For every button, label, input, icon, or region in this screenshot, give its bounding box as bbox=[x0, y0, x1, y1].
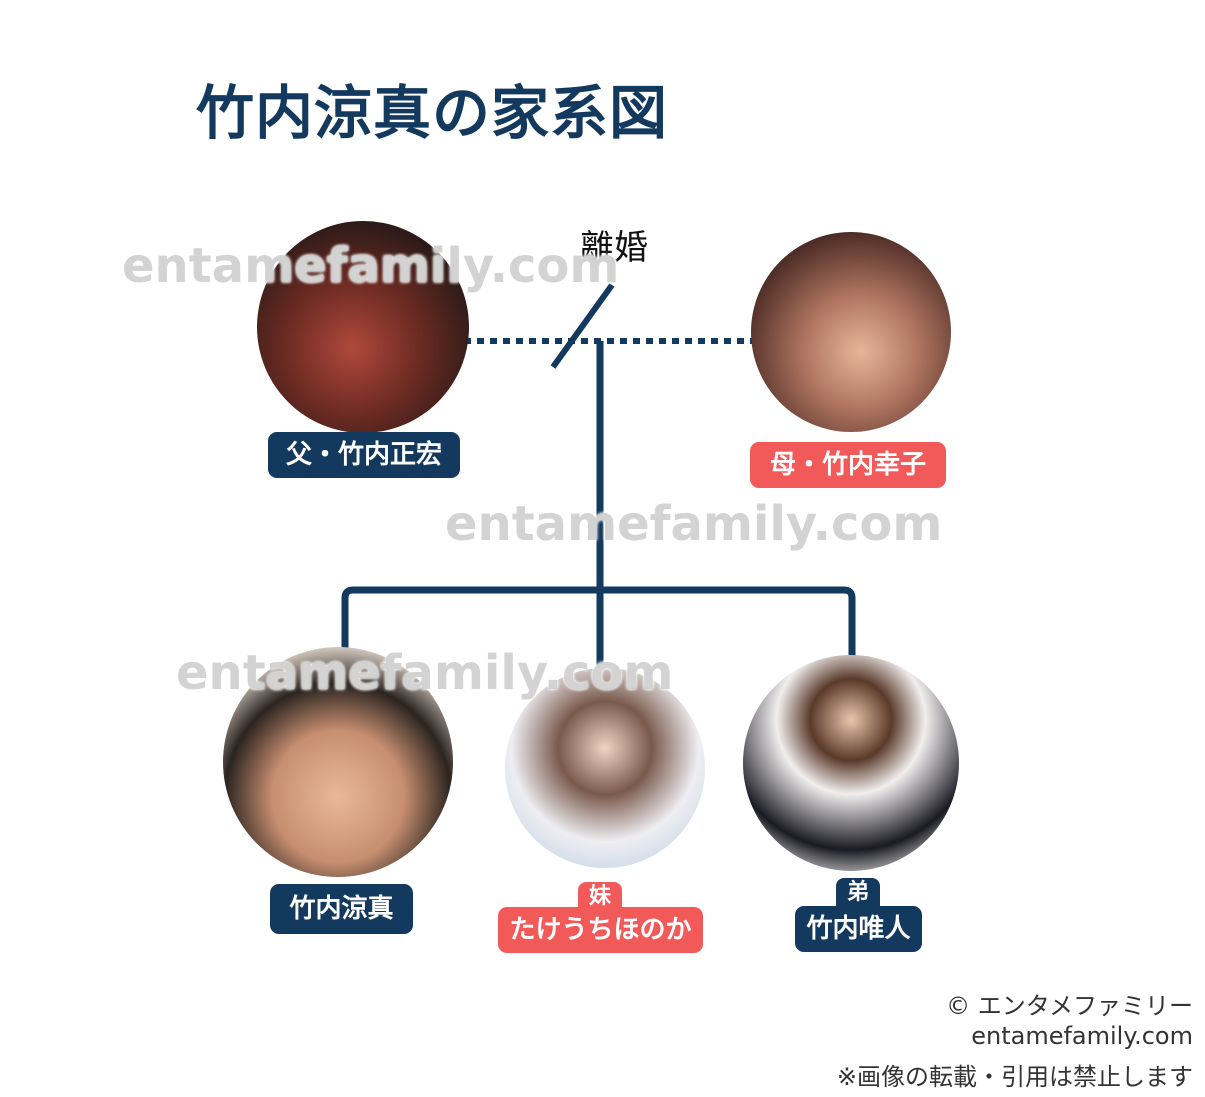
divorce-slash bbox=[550, 283, 615, 369]
footer-copyright: © エンタメファミリー bbox=[946, 992, 1193, 1020]
relation-tab-brother: 弟 bbox=[836, 878, 880, 908]
child-photo-ryoma bbox=[223, 647, 453, 877]
child-photo-honoka bbox=[505, 668, 705, 868]
page-title: 竹内涼真の家系図 bbox=[196, 79, 669, 147]
footer-site: entamefamily.com bbox=[971, 1022, 1193, 1050]
footer-notice: ※画像の転載・引用は禁止します bbox=[836, 1063, 1193, 1091]
child-label-ryoma: 竹内涼真 bbox=[270, 884, 413, 934]
father-label: 父・竹内正宏 bbox=[268, 432, 460, 478]
divorce-label: 離婚 bbox=[580, 228, 648, 268]
mother-photo bbox=[751, 232, 951, 432]
child-photo-yuito bbox=[743, 655, 959, 871]
father-photo bbox=[257, 221, 469, 433]
child-label-yuito: 竹内唯人 bbox=[795, 906, 922, 952]
mother-label: 母・竹内幸子 bbox=[750, 442, 946, 488]
child-label-honoka: たけうちほのか bbox=[498, 907, 703, 953]
